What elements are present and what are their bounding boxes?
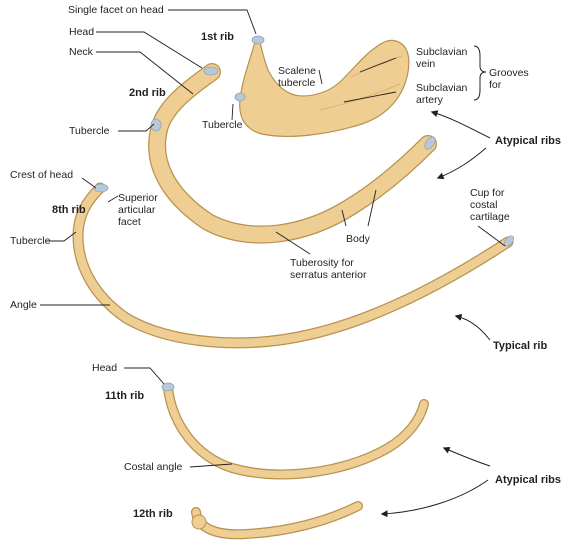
second-rib-tubercle-facet [150,118,162,132]
label-2nd-rib: 2nd rib [129,87,166,99]
label-atypical-top: Atypical ribs [495,135,561,147]
label-tubercle-8th: Tubercle [10,235,51,247]
label-scalene-2: tubercle [278,77,316,89]
label-single-facet: Single facet on head [68,4,164,16]
labels: Single facet on head Head Neck 1st rib 2… [10,4,561,520]
second-rib-end-facet [424,136,436,150]
label-neck: Neck [69,46,94,58]
first-rib-head-facet [251,35,265,45]
label-head-2nd: Head [69,26,94,38]
label-typical-rib: Typical rib [493,340,547,352]
label-subclavian-vein-2: vein [416,58,435,70]
label-tuberosity-2: serratus anterior [290,269,367,281]
eighth-rib [72,182,515,349]
label-superior-3: facet [118,216,141,228]
label-grooves-1: Grooves [489,67,529,79]
label-tuberosity-1: Tuberosity for [290,257,354,269]
label-1st-rib: 1st rib [201,31,234,43]
eleventh-rib [161,382,429,480]
second-rib [148,63,437,244]
label-crest-of-head: Crest of head [10,169,73,181]
label-subclavian-artery-1: Subclavian [416,82,468,94]
label-11th-rib: 11th rib [105,390,144,402]
label-cup-2: costal [470,199,497,211]
eighth-rib-head-facet [93,183,109,193]
leader-lines [40,9,506,468]
label-superior-2: articular [118,204,156,216]
label-tubercle-2nd: Tubercle [69,125,110,137]
label-subclavian-artery-2: artery [416,94,444,106]
second-rib-head-facet [203,66,219,76]
arrows [380,110,491,518]
label-12th-rib: 12th rib [133,508,173,520]
label-cup-1: Cup for [470,187,505,199]
label-atypical-bottom: Atypical ribs [495,474,561,486]
eleventh-rib-head-facet [161,382,175,392]
label-angle: Angle [10,299,37,311]
label-cup-3: cartilage [470,211,510,223]
label-subclavian-vein-1: Subclavian [416,46,468,58]
label-body: Body [346,233,371,245]
label-costal-angle: Costal angle [124,461,183,473]
twelfth-rib [191,501,363,540]
first-rib [234,35,410,137]
label-tubercle-1st: Tubercle [202,119,243,131]
label-head-11th: Head [92,362,117,374]
first-rib-tubercle-facet [234,92,246,102]
label-scalene-1: Scalene [278,65,316,77]
label-8th-rib: 8th rib [52,204,86,216]
label-superior-1: Superior [118,192,158,204]
label-grooves-2: for [489,79,502,91]
